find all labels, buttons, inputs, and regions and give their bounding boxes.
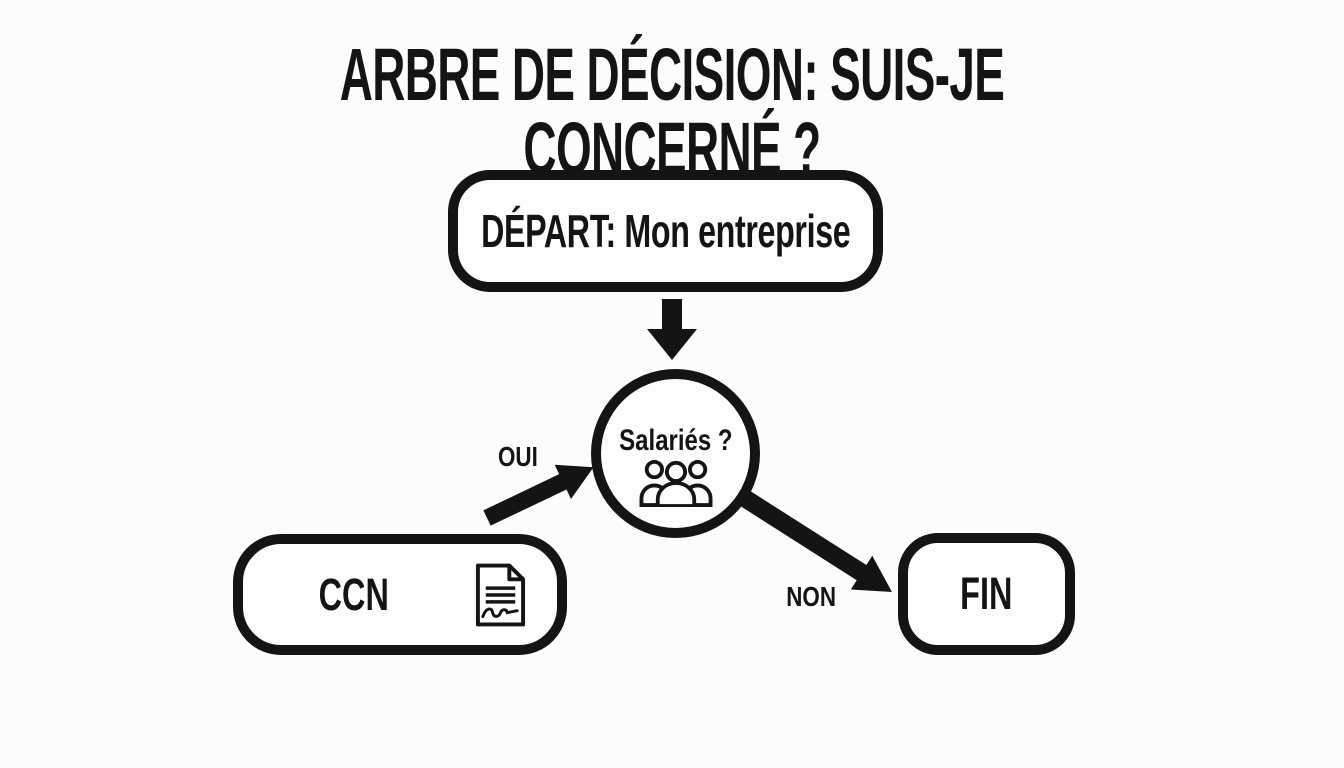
signed-document-icon xyxy=(474,562,527,628)
node-depart-label: DÉPART: Mon entreprise xyxy=(480,205,851,257)
node-salaries: Salariés ? xyxy=(591,369,760,538)
edge-label-oui: OUI xyxy=(468,443,568,471)
edge-label-non-text: NON xyxy=(786,581,836,612)
edge-label-oui-text: OUI xyxy=(498,441,538,472)
arrow-down-icon xyxy=(647,299,697,360)
arrow-non-icon xyxy=(741,491,892,592)
diagram-title-text: ARBRE DE DÉCISION: SUIS-JE CONCERNÉ ? xyxy=(339,33,1005,190)
node-fin: FIN xyxy=(898,533,1075,655)
node-ccn: CCN xyxy=(233,534,567,655)
node-fin-label: FIN xyxy=(960,568,1013,619)
people-group-icon xyxy=(638,459,714,507)
arrow-oui-icon xyxy=(483,464,594,526)
diagram-title: ARBRE DE DÉCISION: SUIS-JE CONCERNÉ ? xyxy=(255,38,1088,186)
edge-label-non: NON xyxy=(761,583,861,611)
node-depart: DÉPART: Mon entreprise xyxy=(448,170,883,292)
node-salaries-label: Salariés ? xyxy=(618,424,733,457)
node-ccn-label: CCN xyxy=(318,568,389,620)
